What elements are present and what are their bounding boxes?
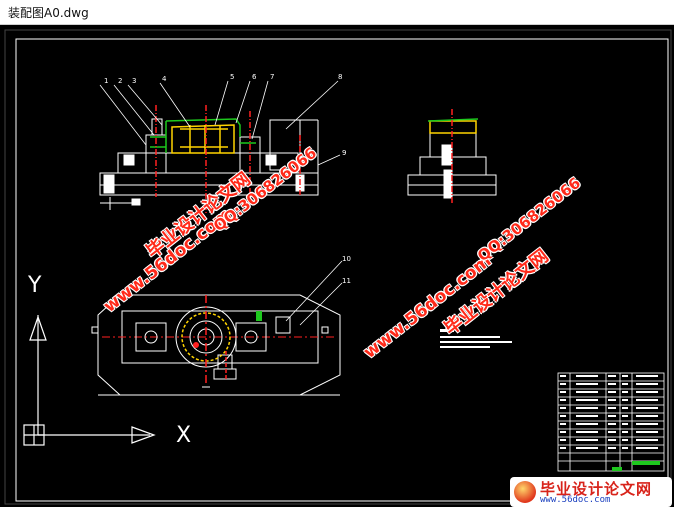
parts-list-cell-mark bbox=[608, 415, 616, 417]
parts-list-cell-mark bbox=[576, 407, 598, 409]
parts-list-cell-mark bbox=[622, 447, 628, 449]
parts-list-cell-mark bbox=[608, 383, 616, 385]
parts-list-cell-mark bbox=[622, 399, 628, 401]
front-view-clamp bbox=[150, 105, 301, 215]
parts-list-cell-mark bbox=[560, 399, 566, 401]
parts-list-cell-mark bbox=[636, 383, 658, 385]
window-title: 装配图A0.dwg bbox=[8, 6, 89, 20]
parts-list-cell-mark bbox=[576, 391, 598, 393]
parts-list-cell-mark bbox=[576, 447, 598, 449]
parts-list-cell-mark bbox=[560, 383, 566, 385]
parts-list-cell-mark bbox=[622, 407, 628, 409]
svg-text:11: 11 bbox=[342, 277, 351, 285]
parts-list-cell-mark bbox=[560, 439, 566, 441]
title-block-mark bbox=[612, 467, 622, 471]
parts-list-cell-mark bbox=[576, 415, 598, 417]
parts-list-cell-mark bbox=[608, 399, 616, 401]
parts-list-cell-mark bbox=[636, 399, 658, 401]
parts-list-text bbox=[560, 375, 658, 449]
leader-lines bbox=[99, 80, 343, 326]
parts-list-cell-mark bbox=[560, 447, 566, 449]
ucs-y-label: Y bbox=[28, 273, 42, 298]
parts-list-cell-mark bbox=[576, 375, 598, 377]
parts-list bbox=[557, 372, 665, 472]
parts-list-cell-mark bbox=[622, 423, 628, 425]
parts-list-cell-mark bbox=[622, 439, 628, 441]
parts-list-cell-mark bbox=[608, 423, 616, 425]
svg-text:2: 2 bbox=[118, 77, 122, 85]
logo-name: 毕业设计论文网 bbox=[540, 480, 653, 498]
parts-list-cell-mark bbox=[636, 415, 658, 417]
logo-ball-icon bbox=[514, 481, 536, 503]
parts-list-cell-mark bbox=[636, 407, 658, 409]
site-logo: 毕业设计论文网 www.56doc.com bbox=[510, 477, 672, 507]
parts-list-cell-mark bbox=[622, 383, 628, 385]
parts-list-cell-mark bbox=[608, 439, 616, 441]
parts-list-cell-mark bbox=[636, 447, 658, 449]
parts-list-cell-mark bbox=[576, 439, 598, 441]
side-view-clamp bbox=[427, 109, 479, 205]
parts-list-cell-mark bbox=[608, 407, 616, 409]
svg-text:1: 1 bbox=[104, 77, 108, 85]
parts-list-cell-mark bbox=[576, 423, 598, 425]
parts-list-cell-mark bbox=[636, 423, 658, 425]
svg-text:8: 8 bbox=[338, 73, 342, 81]
drawing-canvas[interactable]: 1 2 3 4 5 6 7 8 9 10 11 bbox=[0, 25, 674, 507]
parts-list-cell-mark bbox=[608, 447, 616, 449]
parts-list-cell-mark bbox=[622, 391, 628, 393]
svg-text:3: 3 bbox=[132, 77, 136, 85]
svg-text:7: 7 bbox=[270, 73, 274, 81]
outer-frame bbox=[4, 29, 672, 505]
top-view bbox=[91, 294, 341, 396]
drawing-border bbox=[15, 38, 669, 502]
parts-list-cell-mark bbox=[560, 407, 566, 409]
ucs-x-label: X bbox=[176, 423, 192, 448]
title-bar: 装配图A0.dwg bbox=[0, 0, 674, 25]
parts-list-cell-mark bbox=[622, 415, 628, 417]
parts-list-cell-mark bbox=[622, 375, 628, 377]
svg-text:4: 4 bbox=[162, 75, 167, 83]
parts-list-cell-mark bbox=[608, 431, 616, 433]
ucs-icon bbox=[23, 315, 156, 446]
parts-list-cell-mark bbox=[636, 391, 658, 393]
parts-list-cell-mark bbox=[576, 383, 598, 385]
svg-text:6: 6 bbox=[252, 73, 257, 81]
title-block-mark-2 bbox=[632, 461, 660, 465]
logo-url: www.56doc.com bbox=[540, 495, 611, 505]
svg-text:9: 9 bbox=[342, 149, 346, 157]
parts-list-cell-mark bbox=[636, 375, 658, 377]
balloon-labels: 1 2 3 4 5 6 7 8 9 10 11 bbox=[104, 73, 351, 285]
parts-list-cell-mark bbox=[560, 431, 566, 433]
parts-list-cell-mark bbox=[636, 431, 658, 433]
parts-list-cell-mark bbox=[622, 431, 628, 433]
parts-list-cell-mark bbox=[608, 375, 616, 377]
parts-list-cell-mark bbox=[560, 423, 566, 425]
parts-list-cell-mark bbox=[560, 391, 566, 393]
parts-list-cell-mark bbox=[636, 439, 658, 441]
top-view-accents bbox=[181, 295, 262, 385]
technical-notes bbox=[440, 329, 512, 348]
svg-text:10: 10 bbox=[342, 255, 351, 263]
svg-text:5: 5 bbox=[230, 73, 234, 81]
parts-list-cell-mark bbox=[576, 431, 598, 433]
parts-list-cell-mark bbox=[560, 415, 566, 417]
parts-list-cell-mark bbox=[608, 391, 616, 393]
cad-drawing[interactable]: 1 2 3 4 5 6 7 8 9 10 11 bbox=[0, 25, 674, 507]
parts-list-cell-mark bbox=[576, 399, 598, 401]
parts-list-cell-mark bbox=[560, 375, 566, 377]
